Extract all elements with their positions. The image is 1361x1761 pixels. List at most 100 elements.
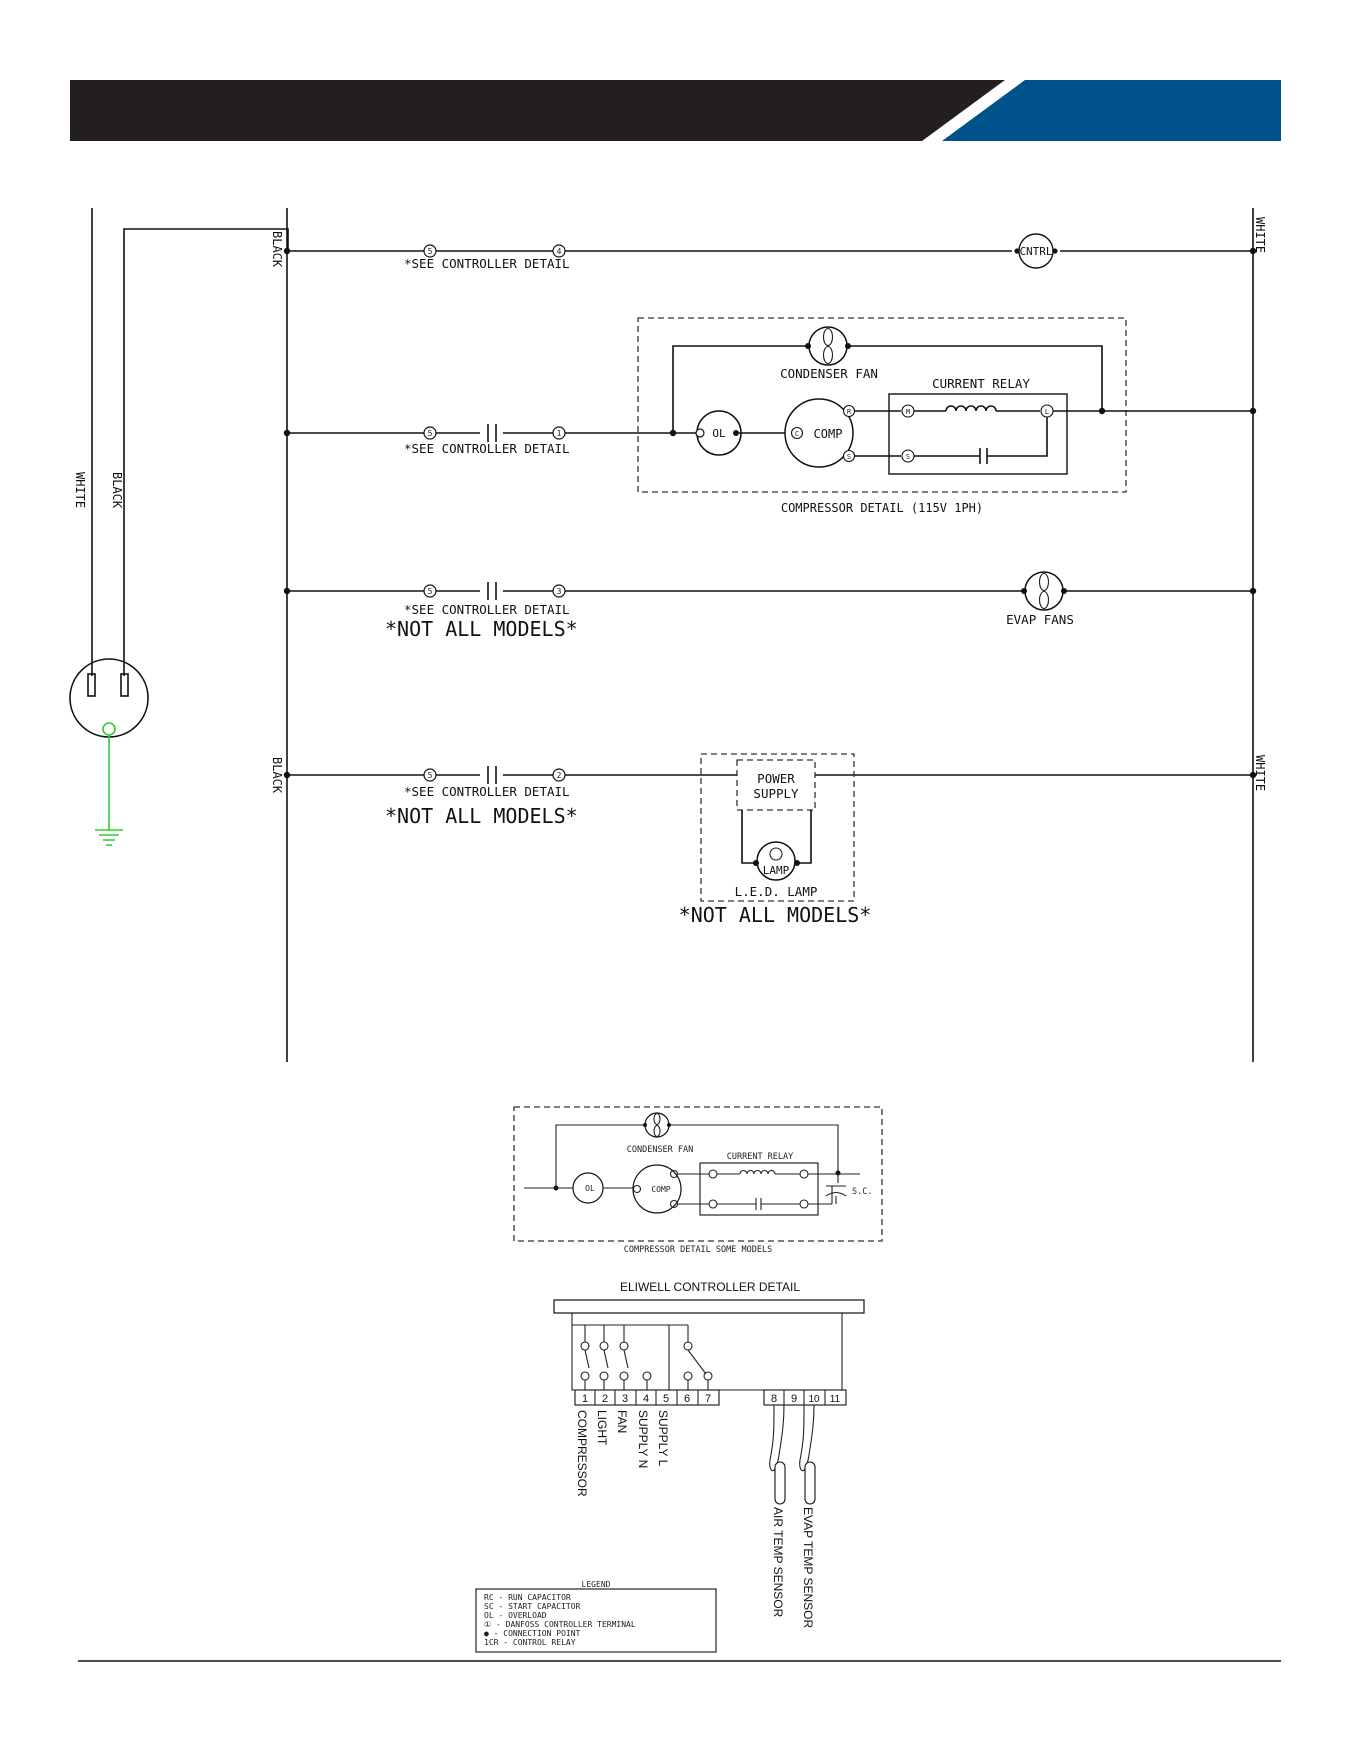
header-dark-band: [70, 80, 1005, 141]
legend-item: OL - OVERLOAD: [484, 1611, 547, 1620]
terminal-7-label: 7: [705, 1393, 711, 1405]
terminal-1-label: 1: [557, 429, 562, 438]
condenser-fan-icon: [643, 1112, 671, 1138]
comp-terminal-r: R: [847, 408, 852, 416]
compressor-detail-box: [637, 317, 1127, 493]
label-supply-n: SUPPLY N: [636, 1410, 650, 1468]
comp-terminal-c: C: [795, 430, 799, 438]
evap-temp-sensor-icon: [799, 1404, 816, 1505]
terminal-5: [423, 768, 437, 782]
terminal-2-label: 2: [557, 771, 562, 780]
current-relay-box: [888, 393, 1068, 475]
controller-detail-title: ELIWELL CONTROLLER DETAIL: [620, 1280, 800, 1294]
label-supply-l: SUPPLY L: [656, 1410, 670, 1467]
current-relay-box: [699, 1162, 819, 1216]
terminal-4: [552, 244, 566, 258]
overload-label-alt: OL: [585, 1184, 595, 1193]
relay-terminal-l: L: [1045, 408, 1049, 416]
air-temp-sensor-icon: [769, 1404, 786, 1505]
plug-icon: [69, 658, 149, 738]
start-capacitor-icon: [825, 1185, 847, 1204]
rail-label-white-bottom: WHITE: [1253, 755, 1267, 791]
label-compressor: COMPRESSOR: [575, 1410, 589, 1497]
compressor-detail-title: COMPRESSOR DETAIL (115V 1PH): [781, 501, 983, 515]
compressor-label: COMP: [814, 427, 843, 441]
terminal-5-label: 5: [428, 771, 433, 780]
evap-fans-label: EVAP FANS: [1006, 612, 1074, 627]
terminal-5: [423, 584, 437, 598]
terminal-5-label: 5: [428, 247, 433, 256]
controller-top-bar: [553, 1299, 865, 1314]
rung-light: 5 2 *SEE CONTROLLER DETAIL *NOT ALL MODE…: [283, 753, 1257, 927]
power-supply-label-2: SUPPLY: [753, 786, 799, 801]
label-fan: FAN: [615, 1410, 629, 1433]
rail-label-white-top: WHITE: [1253, 217, 1267, 253]
rung-compressor: 5 1 *SEE CONTROLLER DETAIL COMPRESSOR DE…: [283, 317, 1257, 515]
legend-item: ● - CONNECTION POINT: [484, 1629, 581, 1638]
power-supply-box: [736, 759, 816, 811]
compressor-label-alt: COMP: [651, 1185, 670, 1194]
legend-item: RC - RUN CAPACITOR: [484, 1593, 571, 1602]
legend-title: LEGEND: [582, 1580, 611, 1589]
see-controller-detail-note: *SEE CONTROLLER DETAIL: [404, 784, 570, 799]
terminal-1-label: 1: [582, 1393, 588, 1405]
power-supply-label-1: POWER: [757, 771, 795, 786]
terminal-2: [552, 768, 566, 782]
terminal-5-label: 5: [428, 587, 433, 596]
current-relay-label: CURRENT RELAY: [932, 376, 1030, 391]
rail-label-black-top: BLACK: [270, 231, 284, 268]
terminal-11-label: 11: [830, 1394, 841, 1405]
evap-temp-sensor-label: EVAP TEMP SENSOR: [801, 1507, 815, 1628]
sc-label: S.C.: [852, 1187, 872, 1197]
relay-coil-icon: [945, 405, 997, 412]
cord-label-black: BLACK: [110, 472, 124, 509]
ground-pin: [102, 722, 116, 736]
current-relay-label-alt: CURRENT RELAY: [727, 1152, 794, 1162]
power-cord: WHITE BLACK: [69, 208, 289, 846]
controller-detail: ELIWELL CONTROLLER DETAIL: [553, 1280, 865, 1628]
terminal-5-label: 5: [428, 429, 433, 438]
rail-label-black-bottom: BLACK: [270, 757, 284, 794]
terminal-1: [552, 426, 566, 440]
terminal-5-label: 5: [663, 1393, 669, 1405]
see-controller-detail-note: *SEE CONTROLLER DETAIL: [404, 441, 570, 456]
terminal-3: [552, 584, 566, 598]
compressor-alt-detail: COMPRESSOR DETAIL SOME MODELS CONDENSER …: [513, 1106, 883, 1255]
lamp-label: LAMP: [763, 864, 790, 877]
terminal-strip-right: 8 9 10 11: [763, 1389, 847, 1406]
not-all-models-note: *NOT ALL MODELS*: [385, 804, 578, 828]
legend-item: 1CR - CONTROL RELAY: [484, 1638, 576, 1647]
terminal-4-label: 4: [643, 1393, 649, 1405]
ground-icon: [95, 829, 123, 846]
terminal-5: [423, 244, 437, 258]
overload-label: OL: [712, 427, 726, 440]
condenser-fan-label: CONDENSER FAN: [780, 366, 878, 381]
plug-blade-neutral: [87, 673, 96, 697]
terminal-6-label: 6: [684, 1393, 690, 1405]
terminal-8-label: 8: [771, 1393, 777, 1405]
evap-fan-icon: [1021, 571, 1067, 611]
controller-load-label: CNTRL: [1019, 245, 1052, 258]
plug-blade-hot: [120, 673, 129, 697]
legend-item: ① - DANFOSS CONTROLLER TERMINAL: [484, 1620, 636, 1629]
terminal-5: [423, 426, 437, 440]
rung-controller: 5 4 *SEE CONTROLLER DETAIL CNTRL: [283, 233, 1257, 271]
not-all-models-note-lamp: *NOT ALL MODELS*: [679, 903, 872, 927]
led-lamp-label: L.E.D. LAMP: [735, 884, 818, 899]
terminal-4-label: 4: [557, 247, 562, 256]
comp-terminal-s: S: [847, 453, 851, 461]
terminal-9-label: 9: [791, 1393, 797, 1405]
see-controller-detail-note: *SEE CONTROLLER DETAIL: [404, 256, 570, 271]
terminal-strip-left: 1 2 3 4 5 6 7: [574, 1389, 720, 1406]
terminal-3-label: 3: [557, 587, 562, 596]
air-temp-sensor-label: AIR TEMP SENSOR: [771, 1507, 785, 1618]
rung-evap: 5 3 *SEE CONTROLLER DETAIL *NOT ALL MODE…: [283, 571, 1257, 641]
condenser-fan-label-alt: CONDENSER FAN: [627, 1145, 694, 1155]
label-light: LIGHT: [595, 1410, 609, 1446]
see-controller-detail-note: *SEE CONTROLLER DETAIL: [404, 602, 570, 617]
compressor-icon: [784, 398, 854, 468]
terminal-2-label: 2: [602, 1393, 608, 1405]
legend: LEGEND RC - RUN CAPACITOR SC - START CAP…: [475, 1580, 717, 1653]
compressor-alt-title: COMPRESSOR DETAIL SOME MODELS: [624, 1245, 772, 1255]
